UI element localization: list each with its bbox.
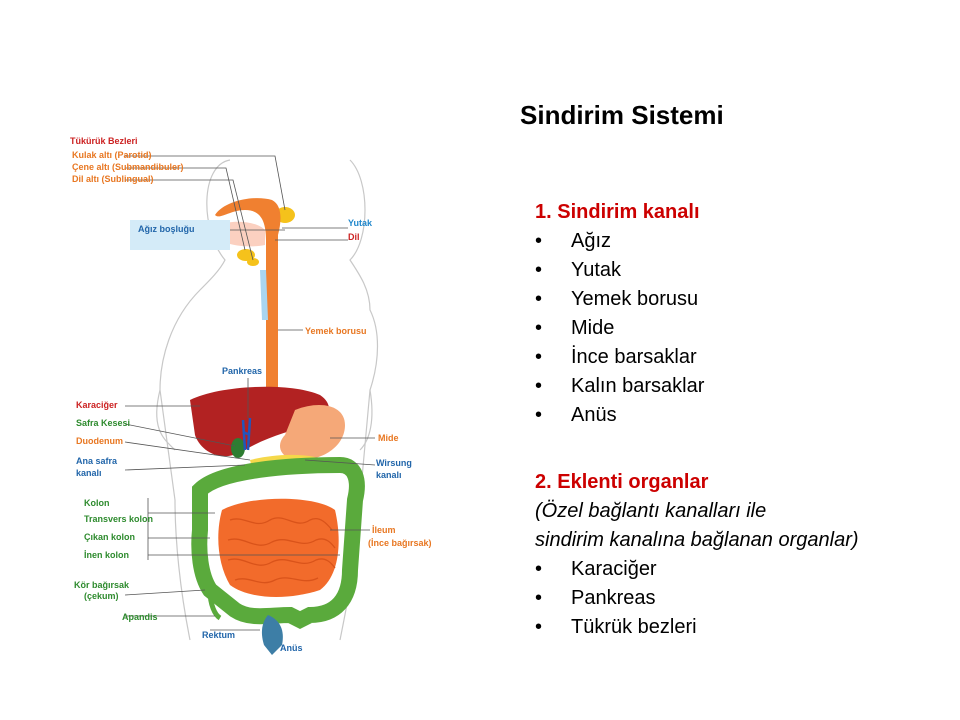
list-item: •Ağız [535,230,612,252]
label-descending-colon: İnen kolon [84,550,129,560]
list-item: •Yutak [535,259,622,281]
label-salivary-glands: Tükürük Bezleri [70,136,138,146]
list-item: •İnce barsaklar [535,346,697,368]
colon [191,456,365,629]
label-tongue: Dil [348,232,360,242]
label-mouth-cavity: Ağız boşluğu [138,224,195,234]
label-liver: Karaciğer [76,400,118,410]
label-wirsung-1: Wirsung [376,458,412,468]
label-bile-duct-1: Ana safra [76,456,118,466]
label-gallbladder: Safra Kesesi [76,418,130,428]
section2-note-line1: (Özel bağlantı kanalları ile [535,500,767,522]
list-item: •Pankreas [535,587,656,609]
section2-note-line2: sindirim kanalına bağlanan organlar) [535,529,859,551]
label-appendix: Apandis [122,612,158,622]
label-submandibular: Çene altı (Submandibuler) [72,162,184,172]
small-intestine [218,498,339,597]
intestine-loops [227,517,336,584]
label-parotid: Kulak altı (Parotid) [72,150,152,160]
leader-lines [124,155,376,631]
label-esophagus: Yemek borusu [305,326,367,336]
label-colon: Kolon [84,498,110,508]
label-pancreas: Pankreas [222,366,262,376]
mouth-cavity [220,221,265,247]
list-item: •Yemek borusu [535,288,699,310]
label-cecum-1: Kör bağırsak [74,580,130,590]
label-bile-duct-2: kanalı [76,468,102,478]
gallbladder [231,438,245,458]
label-ileum: İleum [372,525,396,535]
label-small-intestine: (İnce bağırsak) [368,538,432,548]
mouth-label-box [130,220,230,250]
label-sublingual: Dil altı (Sublingual) [72,174,154,184]
list-item: •Karaciğer [535,558,657,580]
slide-title: Sindirim Sistemi [520,100,724,130]
list-item: •Tükrük bezleri [535,616,697,638]
label-wirsung-2: kanalı [376,470,402,480]
bile-duct [241,417,252,451]
label-stomach: Mide [378,433,399,443]
label-cecum-2: (çekum) [84,591,119,601]
list-item: •Mide [535,317,615,339]
list-item: •Kalın barsaklar [535,375,705,397]
section-accessory-organs: 2. Eklenti organlar (Özel bağlantı kanal… [535,468,859,642]
rectum [261,615,283,655]
digestive-system-diagram: Tükürük Bezleri Kulak altı (Parotid) Çen… [70,136,432,655]
label-anus: Anüs [280,643,303,653]
label-pharynx: Yutak [348,218,373,228]
stomach [280,405,345,460]
liver [190,386,330,457]
label-duodenum: Duodenum [76,436,123,446]
appendix [207,589,222,621]
section1-heading: 1. Sindirim kanalı [535,201,700,223]
section2-heading: 2. Eklenti organlar [535,471,709,493]
label-ascending-colon: Çıkan kolon [84,532,135,542]
section-digestive-canal: 1. Sindirim kanalı •Ağız •Yutak •Yemek b… [535,198,704,430]
esophagus [215,198,295,430]
label-rectum: Rektum [202,630,235,640]
label-transverse-colon: Transvers kolon [84,514,153,524]
trachea [260,270,268,320]
list-item: •Anüs [535,404,617,426]
